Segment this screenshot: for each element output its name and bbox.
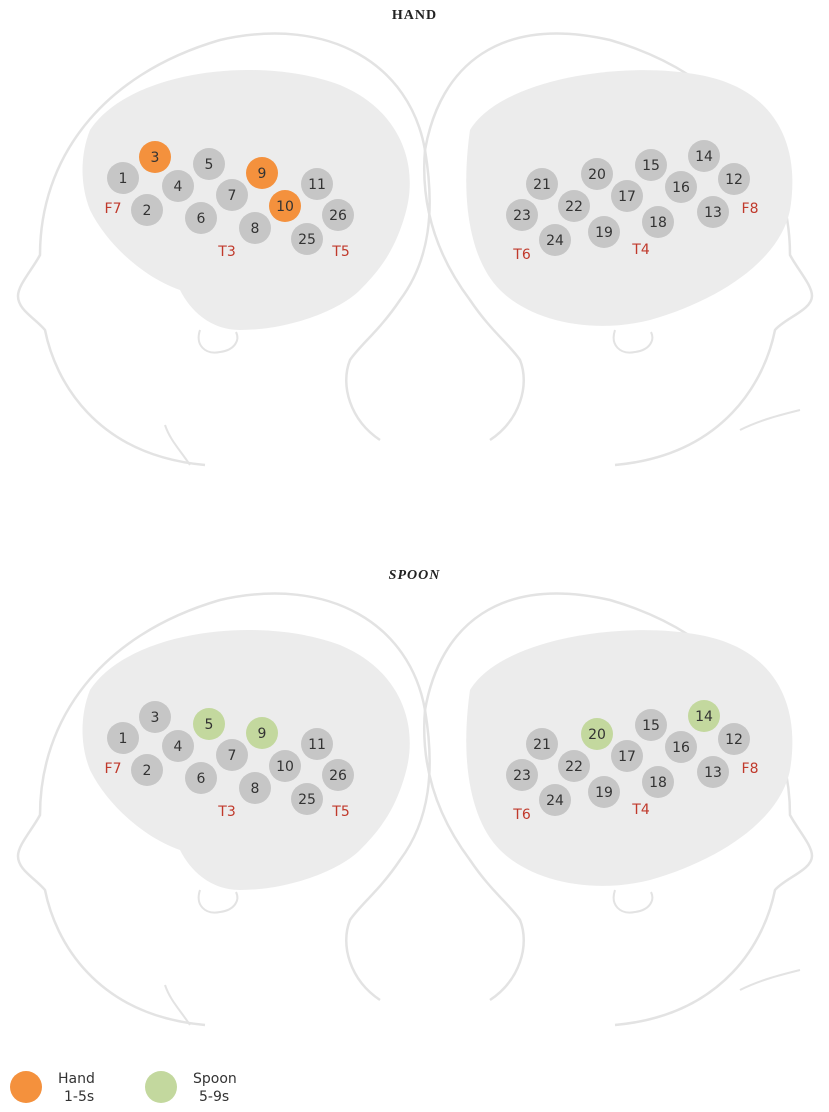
channel-label: 19 xyxy=(595,225,613,241)
channel-label: 5 xyxy=(205,157,214,173)
channel-label: 8 xyxy=(251,781,260,797)
reference-label-t6: T6 xyxy=(512,247,531,263)
channel-label: 15 xyxy=(642,158,660,174)
channel-label: 20 xyxy=(588,727,606,743)
legend-hand-name: Hand xyxy=(58,1070,95,1088)
legend-label-spoon: Spoon 5-9s xyxy=(193,1070,237,1106)
reference-label-t6: T6 xyxy=(512,807,531,823)
channel-label: 12 xyxy=(725,172,743,188)
channel-label: 3 xyxy=(151,150,160,166)
channel-label: 3 xyxy=(151,710,160,726)
channel-label: 6 xyxy=(197,771,206,787)
legend-swatch-spoon xyxy=(145,1071,177,1103)
channel-label: 24 xyxy=(546,793,564,809)
channel-label: 13 xyxy=(704,205,722,221)
channel-label: 17 xyxy=(618,749,636,765)
reference-label-f7: F7 xyxy=(105,201,122,217)
channel-label: 9 xyxy=(258,726,267,742)
channel-label: 10 xyxy=(276,759,294,775)
channel-label: 1 xyxy=(119,171,128,187)
channel-label: 4 xyxy=(174,179,183,195)
channel-label: 5 xyxy=(205,717,214,733)
channel-label: 15 xyxy=(642,718,660,734)
channel-label: 14 xyxy=(695,149,713,165)
channel-label: 10 xyxy=(276,199,294,215)
channel-label: 23 xyxy=(513,208,531,224)
channel-label: 12 xyxy=(725,732,743,748)
channel-label: 25 xyxy=(298,792,316,808)
channel-label: 24 xyxy=(546,233,564,249)
channel-label: 25 xyxy=(298,232,316,248)
reference-label-f7: F7 xyxy=(105,761,122,777)
channel-label: 26 xyxy=(329,768,347,784)
channel-label: 26 xyxy=(329,208,347,224)
legend-swatch-hand xyxy=(10,1071,42,1103)
legend-label-hand: Hand 1-5s xyxy=(58,1070,95,1106)
channel-label: 2 xyxy=(143,203,152,219)
channel-label: 2 xyxy=(143,763,152,779)
channel-label: 14 xyxy=(695,709,713,725)
legend: Hand 1-5s Spoon 5-9s xyxy=(10,1070,310,1110)
channel-label: 22 xyxy=(565,199,583,215)
reference-label-f8: F8 xyxy=(742,201,759,217)
legend-spoon-time: 5-9s xyxy=(193,1088,237,1106)
reference-label-t5: T5 xyxy=(331,804,349,820)
channel-label: 11 xyxy=(308,177,326,193)
channel-label: 22 xyxy=(565,759,583,775)
channel-label: 19 xyxy=(595,785,613,801)
channel-label: 7 xyxy=(228,748,237,764)
channel-label: 20 xyxy=(588,167,606,183)
channel-label: 4 xyxy=(174,739,183,755)
channel-label: 18 xyxy=(649,775,667,791)
channel-label: 21 xyxy=(533,737,551,753)
channel-label: 16 xyxy=(672,180,690,196)
right-head-outline xyxy=(424,34,812,465)
reference-label-t3: T3 xyxy=(217,244,235,260)
channel-label: 1 xyxy=(119,731,128,747)
channel-label: 16 xyxy=(672,740,690,756)
reference-label-t4: T4 xyxy=(631,242,650,258)
channel-label: 17 xyxy=(618,189,636,205)
reference-label-t3: T3 xyxy=(217,804,235,820)
channel-label: 13 xyxy=(704,765,722,781)
channel-label: 6 xyxy=(197,211,206,227)
channel-label: 9 xyxy=(258,166,267,182)
reference-label-t4: T4 xyxy=(631,802,650,818)
channel-label: 18 xyxy=(649,215,667,231)
channel-label: 11 xyxy=(308,737,326,753)
reference-label-t5: T5 xyxy=(331,244,349,260)
legend-hand-time: 1-5s xyxy=(58,1088,95,1106)
reference-label-f8: F8 xyxy=(742,761,759,777)
legend-spoon-name: Spoon xyxy=(193,1070,237,1088)
channel-label: 21 xyxy=(533,177,551,193)
channel-label: 7 xyxy=(228,188,237,204)
channel-label: 23 xyxy=(513,768,531,784)
channel-label: 8 xyxy=(251,221,260,237)
right-head-outline xyxy=(424,594,812,1025)
